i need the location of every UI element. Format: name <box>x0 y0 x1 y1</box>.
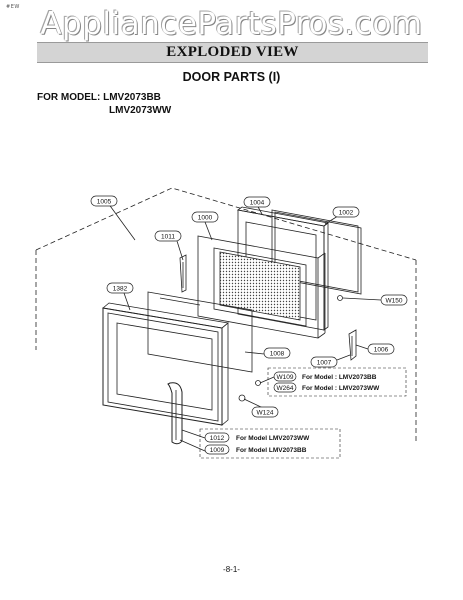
callout-1008: 1008 <box>263 347 291 359</box>
model-label: FOR MODEL: LMV2073BB <box>37 92 161 103</box>
callout-1002-label: 1002 <box>339 210 354 217</box>
part-1002-panel <box>271 209 362 295</box>
note-1012-text: For Model LMV2073WW <box>236 435 310 442</box>
exploded-view-banner: EXPLODED VIEW <box>37 42 428 63</box>
screw-model-note: W109 For Model : LMV2073BB W264 For Mode… <box>267 367 407 397</box>
callout-1006: 1006 <box>367 343 395 355</box>
note-w109-text: For Model : LMV2073BB <box>302 374 377 381</box>
callout-1002: 1002 <box>332 206 360 218</box>
callout-1005-label: 1005 <box>97 199 112 206</box>
assembly-boundary <box>35 187 417 261</box>
screw-w150 <box>337 295 343 301</box>
part-1000-inner-door <box>197 235 326 339</box>
screw-w109 <box>255 380 261 386</box>
model-label-secondary: LMV2073WW <box>109 105 172 116</box>
watermark-text: AppliancePartsPros.com <box>40 6 423 42</box>
callout-1006-label: 1006 <box>374 347 389 354</box>
callout-w150: W150 <box>380 294 408 306</box>
callout-1000: 1000 <box>191 211 219 223</box>
callout-1011: 1011 <box>154 230 182 242</box>
callout-1004: 1004 <box>243 196 271 208</box>
note-w264-text: For Model : LMV2073WW <box>302 385 380 392</box>
note-w264-code: W264 <box>277 385 294 392</box>
handle-model-note: 1012 For Model LMV2073WW 1009 For Model … <box>199 428 341 459</box>
page-number: -8-1- <box>223 565 240 574</box>
part-1382-front-frame <box>102 302 229 445</box>
part-1006-latch <box>348 329 357 361</box>
callout-1000-label: 1000 <box>198 215 213 222</box>
callout-1382: 1382 <box>106 282 134 294</box>
note-1009-text: For Model LMV2073BB <box>236 447 307 454</box>
note-1009-code: 1009 <box>210 447 225 454</box>
callout-w124: W124 <box>251 406 279 418</box>
callout-1011-label: 1011 <box>161 234 175 241</box>
callout-1007: 1007 <box>310 356 338 368</box>
note-1012-code: 1012 <box>210 435 225 442</box>
callout-1007-label: 1007 <box>317 360 332 367</box>
note-w109-code: W109 <box>277 374 294 381</box>
callout-1008-label: 1008 <box>270 351 285 358</box>
part-1008-glass <box>147 291 253 373</box>
callout-1005: 1005 <box>90 195 118 207</box>
callout-1004-label: 1004 <box>250 200 265 207</box>
callout-1382-label: 1382 <box>113 286 128 293</box>
callout-w150-label: W150 <box>386 298 403 305</box>
callout-w124-label: W124 <box>257 410 274 417</box>
screw-w124 <box>238 394 246 402</box>
part-1011-bracket <box>179 254 187 293</box>
section-title: DOOR PARTS (I) <box>182 70 281 84</box>
corner-mark: #EW <box>6 4 20 10</box>
